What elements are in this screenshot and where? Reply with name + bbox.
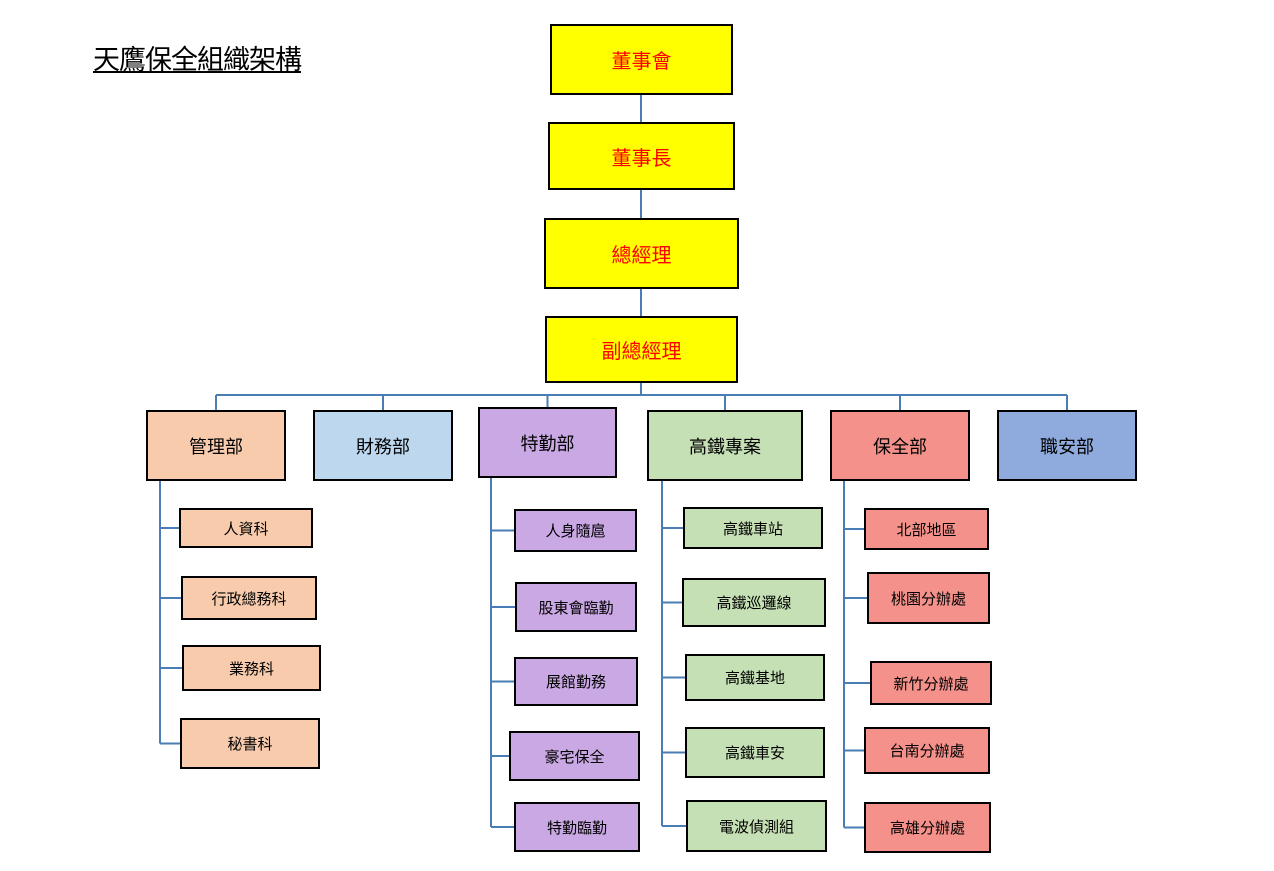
unit-hsr-4[interactable]: 電波偵測組 (686, 800, 827, 852)
dept-security[interactable]: 保全部 (830, 410, 970, 481)
exec-board[interactable]: 董事會 (550, 24, 733, 95)
unit-hsr-3[interactable]: 高鐵車安 (685, 727, 825, 778)
unit-security-3[interactable]: 台南分辦處 (864, 727, 990, 774)
unit-special-0[interactable]: 人身隨扈 (514, 509, 637, 552)
exec-general-manager[interactable]: 總經理 (544, 218, 739, 289)
unit-security-2[interactable]: 新竹分辦處 (870, 661, 992, 705)
unit-management-3[interactable]: 秘書科 (180, 718, 320, 769)
unit-security-0[interactable]: 北部地區 (864, 508, 989, 550)
dept-hsr-project[interactable]: 高鐵專案 (647, 410, 803, 481)
unit-hsr-2[interactable]: 高鐵基地 (685, 654, 825, 701)
unit-management-2[interactable]: 業務科 (182, 645, 321, 691)
exec-chairman[interactable]: 董事長 (548, 122, 735, 190)
unit-special-3[interactable]: 豪宅保全 (509, 731, 640, 781)
unit-security-1[interactable]: 桃園分辦處 (867, 572, 990, 624)
unit-special-4[interactable]: 特勤臨勤 (514, 802, 640, 852)
unit-management-0[interactable]: 人資科 (179, 508, 313, 548)
unit-special-2[interactable]: 展館勤務 (514, 657, 638, 706)
dept-occupational-safety[interactable]: 職安部 (997, 410, 1137, 481)
unit-security-4[interactable]: 高雄分辦處 (864, 802, 991, 853)
unit-hsr-1[interactable]: 高鐵巡邏線 (682, 578, 826, 627)
unit-special-1[interactable]: 股東會臨勤 (515, 582, 637, 632)
dept-management[interactable]: 管理部 (146, 410, 286, 481)
exec-deputy-general-manager[interactable]: 副總經理 (545, 316, 738, 383)
dept-special-services[interactable]: 特勤部 (478, 407, 617, 478)
unit-management-1[interactable]: 行政總務科 (181, 576, 317, 620)
unit-hsr-0[interactable]: 高鐵車站 (683, 507, 823, 549)
dept-finance[interactable]: 財務部 (313, 410, 453, 481)
page-title: 天鷹保全組織架構 (93, 45, 302, 76)
